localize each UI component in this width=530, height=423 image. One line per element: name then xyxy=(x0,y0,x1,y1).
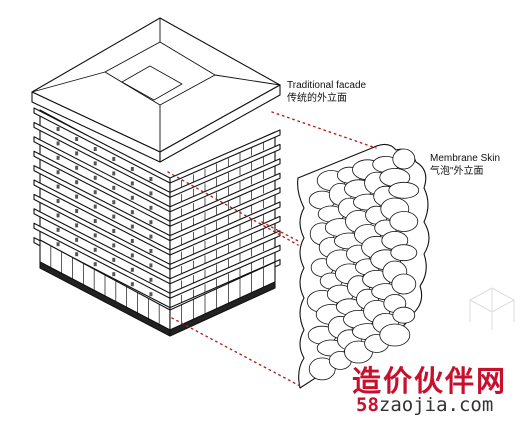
label-membrane-skin-en: Membrane Skin xyxy=(430,153,501,164)
watermark-url-domain: zaojia.com xyxy=(378,394,494,416)
window-opening xyxy=(93,147,97,151)
watermark-url: 58zaojia.com xyxy=(356,394,493,416)
window-opening xyxy=(93,161,97,166)
window-opening xyxy=(112,171,116,176)
window-opening xyxy=(56,242,60,247)
window-opening xyxy=(149,263,153,268)
window-opening xyxy=(112,200,116,205)
membrane-bubble-cushions xyxy=(306,148,420,381)
label-membrane-skin-zh: 气泡"外立面 xyxy=(430,166,484,177)
window-opening xyxy=(149,177,153,181)
watermark-logo xyxy=(468,287,516,330)
podium xyxy=(39,239,276,337)
window-opening xyxy=(93,204,97,209)
window-opening xyxy=(56,155,60,160)
window-opening xyxy=(149,220,153,225)
floor-slab-right xyxy=(169,244,281,299)
window-opening xyxy=(130,282,134,287)
window-opening xyxy=(149,277,153,282)
window-opening xyxy=(75,165,79,170)
membrane-bubble xyxy=(389,211,419,232)
floor-slab-right xyxy=(169,158,281,213)
window-opening xyxy=(130,267,134,272)
window-opening xyxy=(75,223,79,228)
window-opening xyxy=(112,257,116,262)
window-opening xyxy=(75,151,79,156)
watermark-site-name: 造价伙伴网 xyxy=(352,364,508,398)
window-opening xyxy=(93,219,97,223)
window-opening xyxy=(149,249,153,253)
membrane-bubble xyxy=(391,273,417,295)
window-opening xyxy=(93,262,97,267)
window-opening xyxy=(56,184,60,189)
floor-slab-right xyxy=(169,230,281,285)
window-opening xyxy=(112,243,116,248)
tower-left-windows xyxy=(56,127,153,297)
membrane-bubble xyxy=(392,148,416,170)
window-opening xyxy=(112,185,116,190)
window-opening xyxy=(56,227,60,232)
watermark-url-number: 58 xyxy=(356,394,379,416)
window-opening xyxy=(149,292,153,297)
window-opening xyxy=(93,233,97,238)
window-opening xyxy=(56,127,60,131)
membrane-bubble xyxy=(392,306,416,324)
window-opening xyxy=(112,214,116,219)
projection-line-top-right xyxy=(271,111,377,149)
projection-line-bottom xyxy=(171,317,301,387)
floor-slab-right xyxy=(169,215,281,270)
window-opening xyxy=(75,252,79,257)
membrane-bubble xyxy=(388,181,420,199)
window-opening xyxy=(112,157,116,161)
window-opening xyxy=(130,210,134,215)
window-opening xyxy=(56,199,60,203)
tower-right-windows xyxy=(181,142,264,303)
window-opening xyxy=(130,253,134,258)
window-opening xyxy=(149,234,153,239)
window-opening xyxy=(75,194,79,199)
window-opening xyxy=(56,170,60,175)
window-opening xyxy=(130,195,134,200)
window-opening xyxy=(75,137,79,141)
window-opening xyxy=(93,247,97,252)
floor-slab-right xyxy=(169,187,281,242)
window-opening xyxy=(130,224,134,229)
window-opening xyxy=(130,167,134,171)
window-opening xyxy=(112,272,116,277)
projection-line-bottom-right xyxy=(261,221,301,243)
window-opening xyxy=(130,181,134,186)
window-opening xyxy=(93,175,97,180)
window-opening xyxy=(149,205,153,210)
membrane-skin-panel xyxy=(297,143,430,389)
window-opening xyxy=(75,237,79,242)
window-opening xyxy=(112,229,116,233)
window-opening xyxy=(56,213,60,218)
floor-slab-right xyxy=(169,129,281,184)
membrane-bubble xyxy=(379,323,411,347)
floor-slab-right xyxy=(169,172,281,227)
window-opening xyxy=(149,191,153,196)
window-opening xyxy=(75,180,79,185)
building xyxy=(31,17,281,337)
label-traditional-facade-zh: 传统的外立面 xyxy=(287,93,347,104)
projection-lines xyxy=(167,111,377,387)
hip-roof xyxy=(31,17,281,163)
window-opening xyxy=(130,239,134,243)
membrane-bubble xyxy=(390,244,418,262)
floor-slab-right xyxy=(169,143,281,198)
floor-slab-right xyxy=(169,201,281,256)
label-traditional-facade-en: Traditional facade xyxy=(287,80,367,91)
window-opening xyxy=(75,209,79,213)
window-opening xyxy=(56,141,60,146)
window-opening xyxy=(93,190,97,195)
